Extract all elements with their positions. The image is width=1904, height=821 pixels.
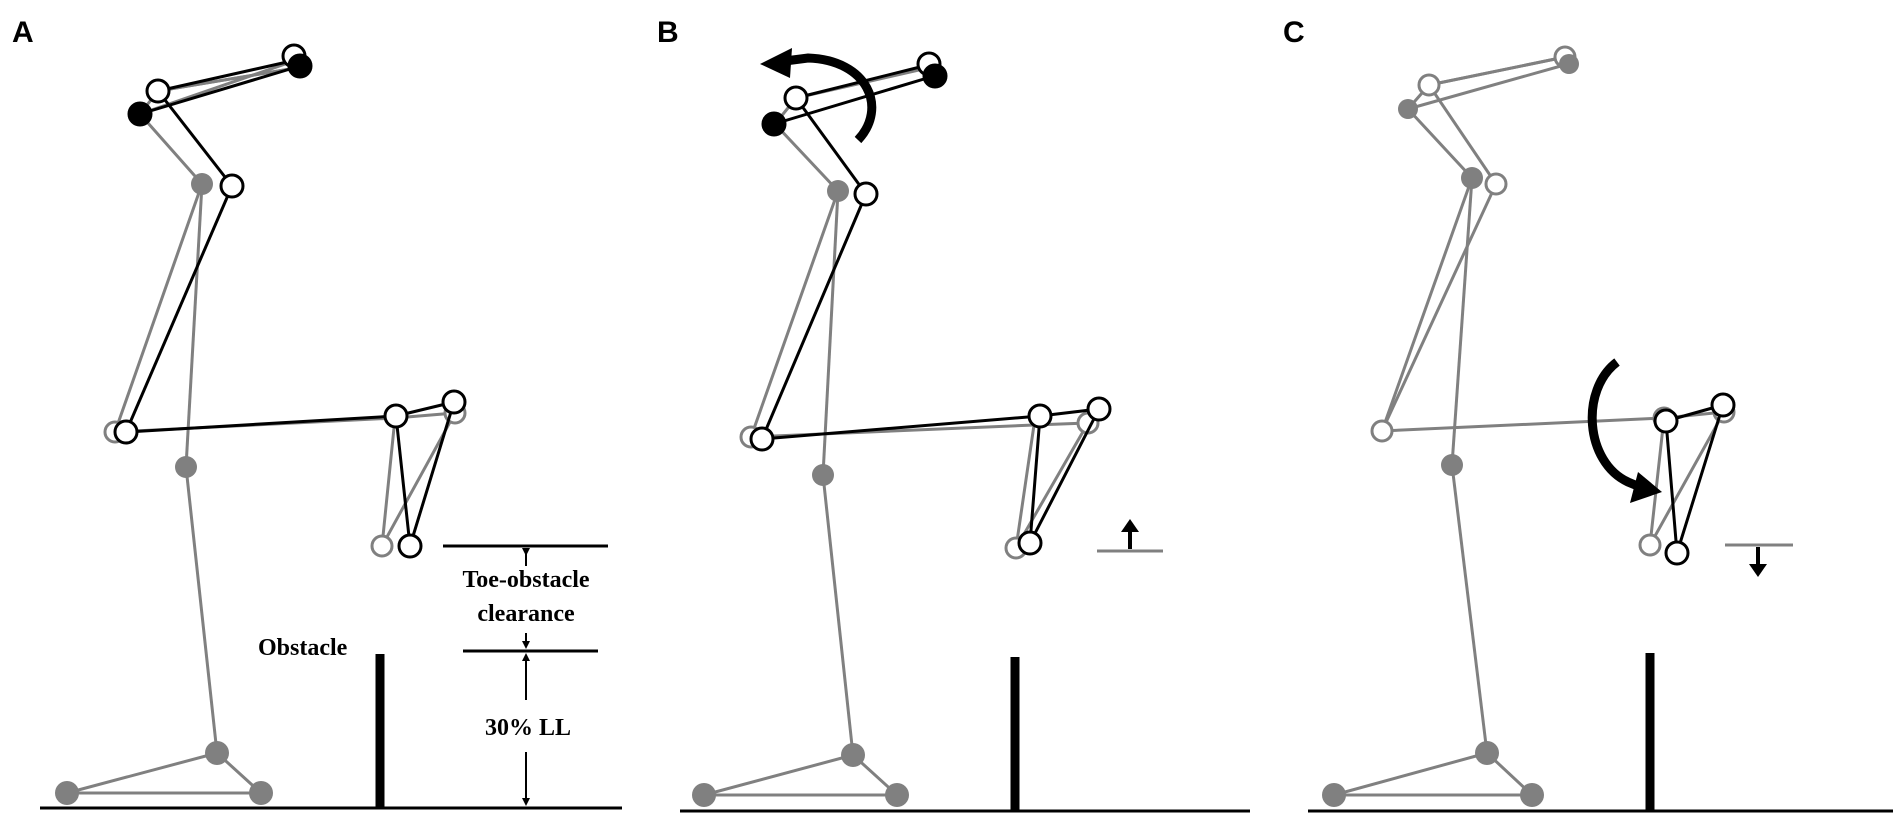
panel-a: A Obstacle: [12, 16, 622, 810]
active-joints: [749, 51, 1112, 556]
lower-indicator: [1725, 543, 1793, 577]
active-skeleton: [760, 63, 1102, 544]
clearance-measure: [443, 544, 608, 806]
panel-label-b: B: [657, 16, 679, 49]
obstacle-label: Obstacle: [258, 635, 348, 661]
raise-indicator: [1097, 519, 1163, 553]
clearance-label-line1: Toe-obstacle: [462, 567, 589, 593]
active-joints: [1653, 392, 1736, 566]
panel-label-c: C: [1283, 16, 1305, 49]
height-label: 30% LL: [485, 715, 571, 741]
rotation-arrow-ccw: [760, 48, 877, 144]
reference-skeleton: [66, 60, 458, 795]
reference-joints: [692, 180, 1100, 807]
active-skeleton: [1664, 402, 1726, 554]
panel-b: B: [657, 16, 1250, 813]
reference-skeleton: [1333, 55, 1727, 797]
reference-skeleton: [703, 65, 1091, 797]
active-skeleton: [124, 58, 457, 547]
active-joints: [113, 43, 467, 559]
panel-label-a: A: [12, 16, 34, 49]
rotation-arrow-cw: [1587, 358, 1662, 503]
panel-c: C: [1283, 16, 1893, 813]
clearance-label-line2: clearance: [477, 601, 575, 627]
